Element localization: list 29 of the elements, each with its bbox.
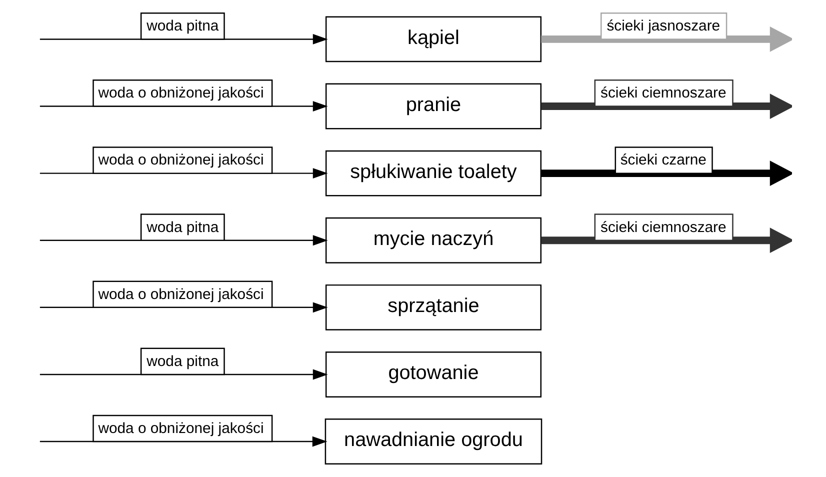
edge-label: woda pitna (146, 18, 219, 35)
node-box: sprzątanie (325, 284, 542, 330)
node-box: gotowanie (325, 352, 542, 398)
edge-label: woda o obniżonej jakości (98, 420, 264, 437)
edge-label: woda o obniżonej jakości (98, 86, 264, 102)
arrow (541, 94, 792, 119)
node-box: kąpiel (325, 16, 542, 62)
arrow (40, 34, 328, 44)
node-box: spłukiwanie toalety (325, 150, 542, 196)
edge-label: woda pitna (146, 354, 219, 370)
edge-label: ścieki jasnoszare (606, 18, 720, 35)
edge-label: woda pitna (146, 220, 219, 236)
arrow (40, 101, 328, 112)
edge-label: woda o obniżonej jakości (98, 286, 264, 303)
arrow (541, 160, 792, 186)
arrow (40, 302, 328, 313)
arrow (40, 235, 328, 246)
arrow (40, 369, 328, 380)
node-box: mycie naczyń (325, 217, 542, 264)
arrow (541, 228, 792, 254)
edge-label: ścieki ciemnoszare (600, 86, 726, 102)
arrow (40, 436, 328, 447)
edge-label: ścieki czarne (620, 152, 706, 169)
edge-label: woda o obniżonej jakości (98, 152, 264, 169)
node-box: nawadnianie ogrodu (324, 418, 542, 464)
arrow (541, 26, 792, 52)
node-box: pranie (325, 83, 542, 130)
arrow (40, 168, 328, 179)
edge-label: ścieki ciemnoszare (600, 220, 726, 236)
